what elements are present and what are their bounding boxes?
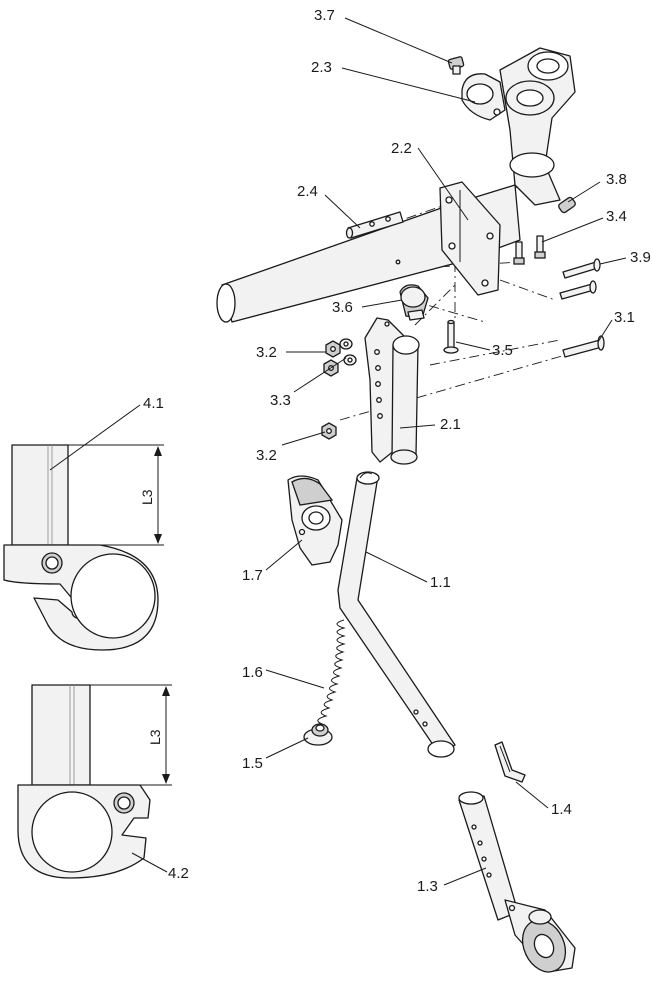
frame-tube-1-1: [337, 471, 456, 758]
detail-view-4-2: [17, 684, 172, 879]
label-1-1: 1.1: [430, 574, 451, 591]
label-3-3: 3.3: [270, 392, 291, 409]
pins-3-9: [559, 258, 601, 300]
fork-head-2-3: [461, 47, 576, 206]
detail-view-4-1: [3, 444, 164, 651]
label-3-8: 3.8: [606, 171, 627, 188]
dimension-l3-bottom: L3: [147, 729, 163, 745]
tube-2-2: [216, 181, 521, 323]
label-2-1: 2.1: [440, 416, 461, 433]
caster-bracket-2-1: [364, 317, 420, 465]
part-labels: 3.7 2.3 2.2 3.8 2.4 3.4 3.9 3.6 3.1 3.2 …: [143, 7, 651, 895]
screw-3-7: [447, 56, 465, 75]
axle-pin-2-4: [345, 211, 404, 239]
label-3-2-upper: 3.2: [256, 344, 277, 361]
set-screw-3-8: [558, 196, 576, 214]
bolts-3-4: [513, 235, 546, 265]
label-3-6: 3.6: [332, 299, 353, 316]
nut-3-2-upper: [325, 340, 341, 358]
washer-3-3: [339, 338, 357, 366]
dimension-l3-top: L3: [139, 489, 155, 505]
label-1-3: 1.3: [417, 878, 438, 895]
label-2-4: 2.4: [297, 183, 318, 200]
spring-1-6: [309, 619, 346, 741]
label-4-1: 4.1: [143, 395, 164, 412]
pin-3-1: [562, 335, 605, 358]
clamp-1-7: [287, 475, 343, 566]
label-1-4: 1.4: [551, 801, 572, 818]
label-3-4: 3.4: [606, 208, 627, 225]
label-1-6: 1.6: [242, 664, 263, 681]
label-1-7: 1.7: [242, 567, 263, 584]
cap-1-5: [303, 723, 333, 746]
label-1-5: 1.5: [242, 755, 263, 772]
label-3-5: 3.5: [492, 342, 513, 359]
label-3-9: 3.9: [630, 249, 651, 266]
label-2-3: 2.3: [311, 59, 332, 76]
label-3-7: 3.7: [314, 7, 335, 24]
nut-3-2-lower: [321, 422, 337, 440]
label-3-2-lower: 3.2: [256, 447, 277, 464]
bolt-3-5: [443, 319, 459, 354]
label-3-1: 3.1: [614, 309, 635, 326]
caster-fork-1-3: [458, 791, 576, 973]
knob-3-6: [399, 284, 429, 321]
leader-lines: [49, 17, 627, 886]
label-4-2: 4.2: [168, 865, 189, 882]
label-2-2: 2.2: [391, 140, 412, 157]
dimension-labels: L3 L3: [139, 489, 163, 745]
clip-1-4: [494, 741, 526, 783]
